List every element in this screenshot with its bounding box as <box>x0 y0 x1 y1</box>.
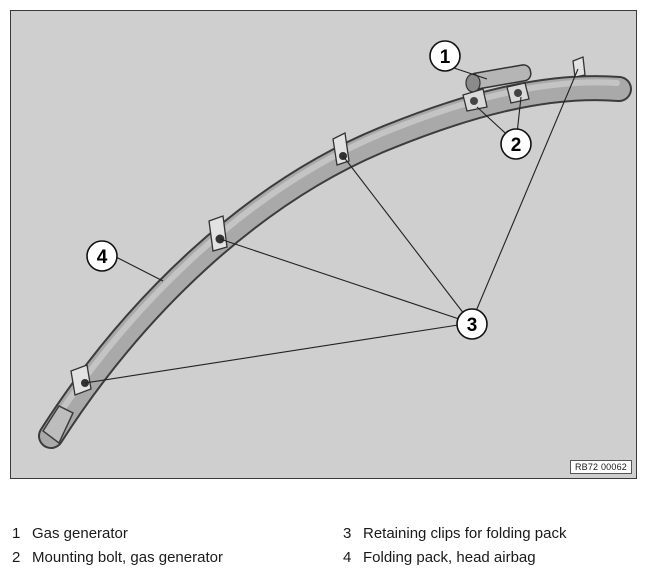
svg-text:2: 2 <box>511 135 522 156</box>
mounting-bolt-brackets <box>462 82 530 112</box>
legend-number: 2 <box>12 549 21 566</box>
legend-label: Gas generator <box>32 525 128 542</box>
legend-number: 1 <box>12 525 21 542</box>
leader-lines <box>84 66 579 384</box>
legend-item-1: 1 Gas generator <box>12 525 128 542</box>
callout-1: 1 <box>429 40 461 72</box>
reference-code: RB72 00062 <box>569 460 632 474</box>
folding-pack-tube <box>38 75 632 449</box>
svg-text:4: 4 <box>97 247 108 268</box>
legend-number: 3 <box>343 525 352 542</box>
legend-label: Mounting bolt, gas generator <box>32 549 223 566</box>
airbag-illustration: 1 2 3 4 RB72 00062 <box>10 10 637 479</box>
legend-label: Retaining clips for folding pack <box>363 525 567 542</box>
legend-item-2: 2 Mounting bolt, gas generator <box>12 549 223 566</box>
callout-4: 4 <box>86 240 118 272</box>
airbag-drawing: 1 2 3 4 <box>38 40 632 449</box>
svg-text:3: 3 <box>467 315 478 336</box>
legend-number: 4 <box>343 549 352 566</box>
legend-item-3: 3 Retaining clips for folding pack <box>343 525 566 542</box>
callout-2: 2 <box>500 128 532 160</box>
legend-label: Folding pack, head airbag <box>363 549 536 566</box>
legend-item-4: 4 Folding pack, head airbag <box>343 549 536 566</box>
svg-text:1: 1 <box>440 47 451 68</box>
callout-3: 3 <box>456 308 488 340</box>
retaining-clips <box>70 56 586 396</box>
